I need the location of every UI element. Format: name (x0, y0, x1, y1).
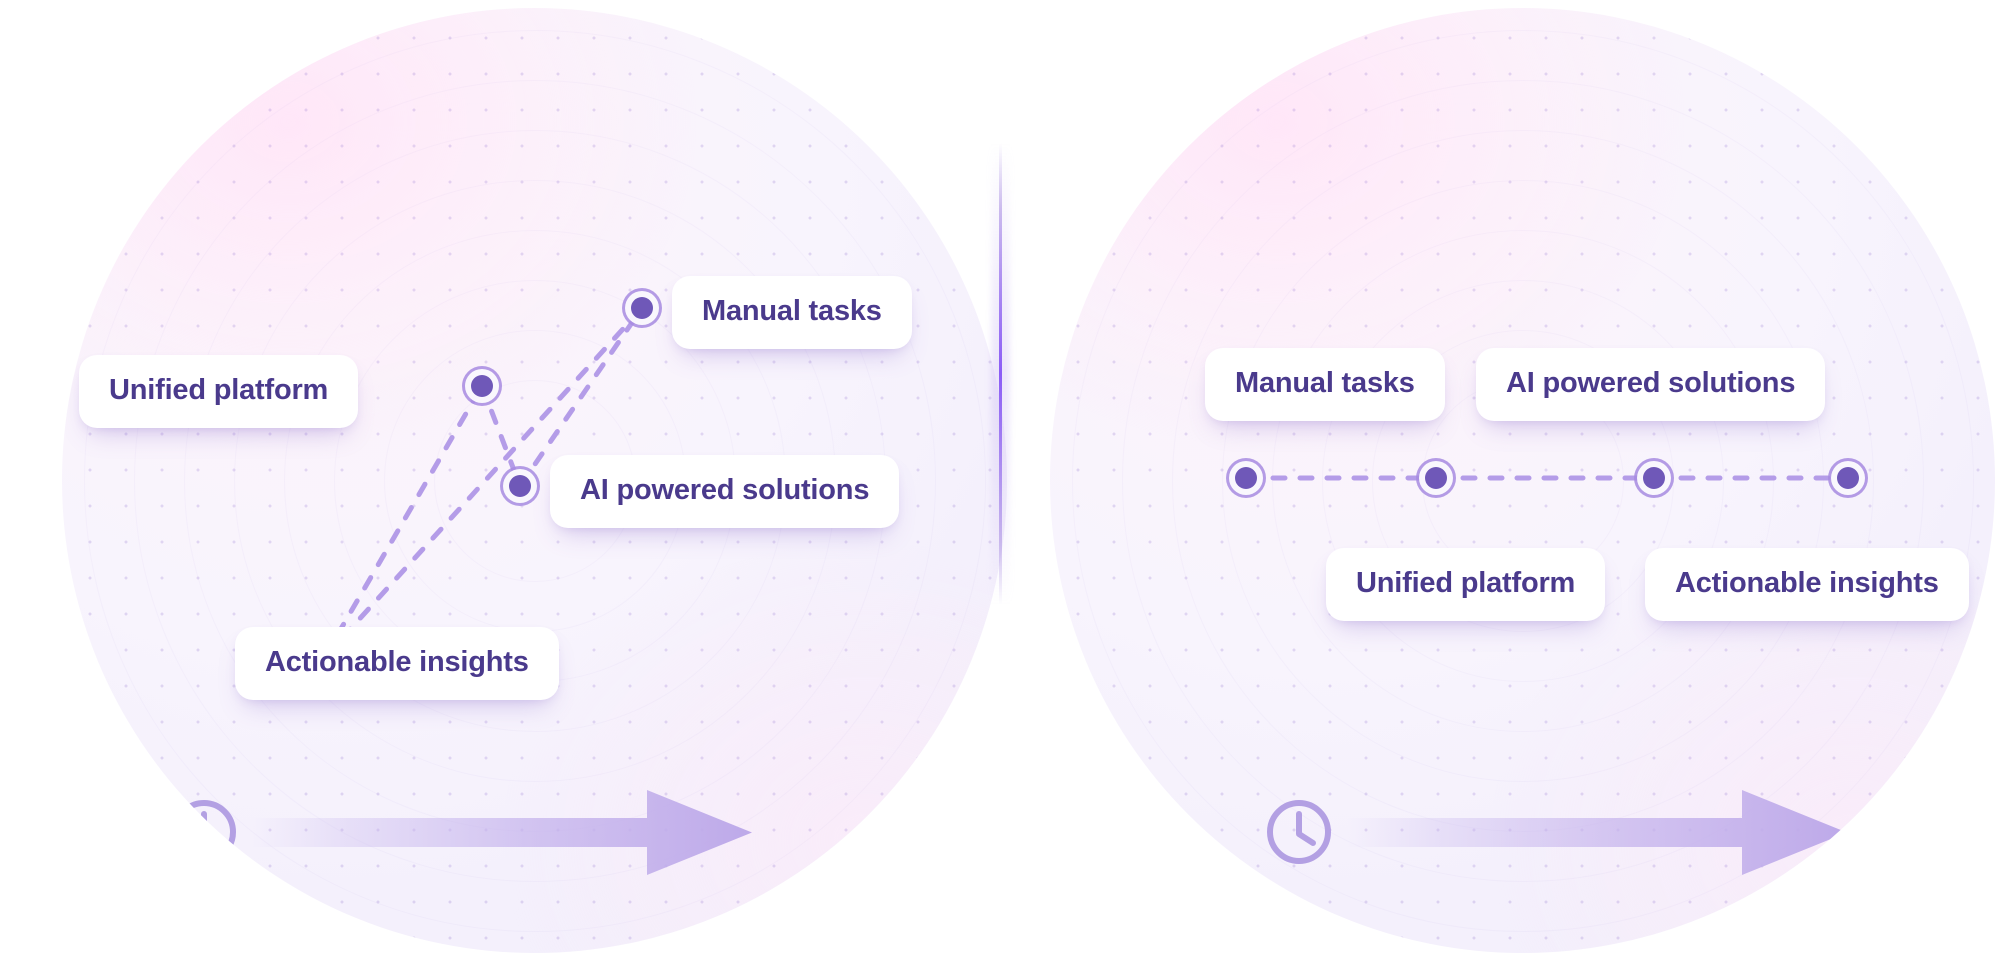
panel-before: Manual tasks Unified platform AI powered… (62, 8, 1007, 953)
label-actionable-insights[interactable]: Actionable insights (235, 627, 559, 700)
edge-insights-to-platform (321, 383, 485, 661)
label-actionable-insights[interactable]: Actionable insights (1645, 548, 1969, 621)
node-unified-platform[interactable] (1425, 467, 1447, 489)
clock-icon (172, 800, 236, 864)
node-ai-powered-solutions[interactable] (1643, 467, 1665, 489)
label-ai-powered-solutions[interactable]: AI powered solutions (550, 455, 900, 528)
connection-lines-before (321, 305, 645, 661)
connection-lines-after (1243, 475, 1851, 481)
label-manual-tasks[interactable]: Manual tasks (1205, 348, 1445, 421)
label-unified-platform[interactable]: Unified platform (1326, 548, 1606, 621)
node-ai-powered-solutions[interactable] (509, 475, 531, 497)
node-actionable-insights[interactable] (1837, 467, 1859, 489)
time-arrow (1347, 790, 1847, 875)
node-manual-tasks[interactable] (631, 297, 653, 319)
edge-ai-to-manual (517, 305, 645, 489)
panel-after: Manual tasks AI powered solutions Unifie… (1050, 8, 1995, 953)
node-manual-tasks[interactable] (1235, 467, 1257, 489)
clock-icon (1267, 800, 1331, 864)
label-ai-powered-solutions[interactable]: AI powered solutions (1476, 348, 1826, 421)
panel-divider (999, 143, 1002, 605)
node-unified-platform[interactable] (471, 375, 493, 397)
label-manual-tasks[interactable]: Manual tasks (672, 276, 912, 349)
edge-platform-to-ai (479, 383, 523, 489)
time-arrow (252, 790, 752, 875)
label-unified-platform[interactable]: Unified platform (79, 355, 359, 428)
edge-insights-to-manual (321, 305, 645, 661)
